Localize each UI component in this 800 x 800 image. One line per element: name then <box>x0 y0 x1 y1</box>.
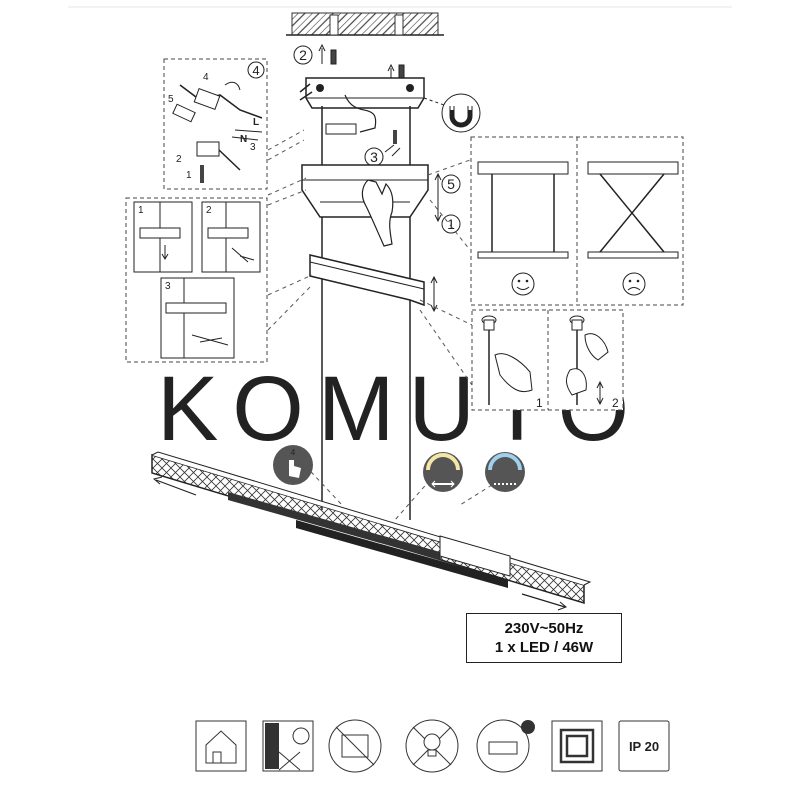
wiring-detail-box: 4 4 5 L N 3 2 1 <box>163 58 268 190</box>
svg-text:2: 2 <box>206 205 212 216</box>
cable-lock-steps-box: 1 2 3 <box>125 197 268 363</box>
svg-text:5: 5 <box>447 176 455 192</box>
svg-text:3: 3 <box>370 149 378 165</box>
svg-text:2: 2 <box>612 396 619 410</box>
svg-text:4: 4 <box>291 448 296 457</box>
ip20-icon: IP 20 <box>618 720 670 772</box>
luminaire-body <box>151 451 592 611</box>
led-not-replaceable-icon <box>405 719 459 773</box>
electrical-spec-box: 230V~50Hz 1 x LED / 46W <box>466 613 622 663</box>
svg-text:1: 1 <box>138 205 144 216</box>
step-3-marker: 3 <box>364 130 401 167</box>
magnet-connector <box>423 97 445 106</box>
color-mode-icon <box>485 452 525 492</box>
not-for-sloped-ceiling-icon <box>262 720 314 772</box>
touch-control-icon: 4 <box>273 445 313 485</box>
svg-text:3: 3 <box>165 281 171 292</box>
led-power-spec: 1 x LED / 46W <box>494 639 594 656</box>
svg-text:1: 1 <box>447 216 455 232</box>
svg-text:2: 2 <box>299 47 307 63</box>
step-5-1-markers: 5 1 <box>434 172 461 234</box>
ceiling-mount-plate <box>299 77 425 135</box>
step-2-marker: 2 <box>293 45 313 65</box>
canopy-cover <box>301 164 429 247</box>
voltage-spec: 230V~50Hz <box>504 620 584 637</box>
color-temperature-icon <box>423 452 463 492</box>
ceiling <box>286 12 444 36</box>
svg-text:1: 1 <box>186 170 192 181</box>
protection-class-ii-icon <box>551 720 603 772</box>
svg-text:3: 3 <box>250 142 256 153</box>
happy-face-icon <box>511 272 535 296</box>
height-adjuster-block <box>309 254 438 313</box>
not-dimmable-icon <box>328 719 382 773</box>
svg-text:L: L <box>253 117 259 128</box>
height-adjust-box: 1 2 <box>471 309 624 411</box>
svg-text:2: 2 <box>176 154 182 165</box>
svg-text:IP 20: IP 20 <box>629 739 659 754</box>
cable-comparison-box <box>470 136 684 306</box>
sad-face-icon <box>622 272 646 296</box>
svg-text:1: 1 <box>536 396 543 410</box>
magnet-icon <box>441 93 481 133</box>
svg-text:5: 5 <box>168 94 174 105</box>
svg-text:4: 4 <box>203 72 209 83</box>
led-driver-icon <box>476 719 535 773</box>
svg-text:N: N <box>240 134 247 145</box>
indoor-use-icon <box>195 720 247 772</box>
svg-text:4: 4 <box>252 63 259 78</box>
